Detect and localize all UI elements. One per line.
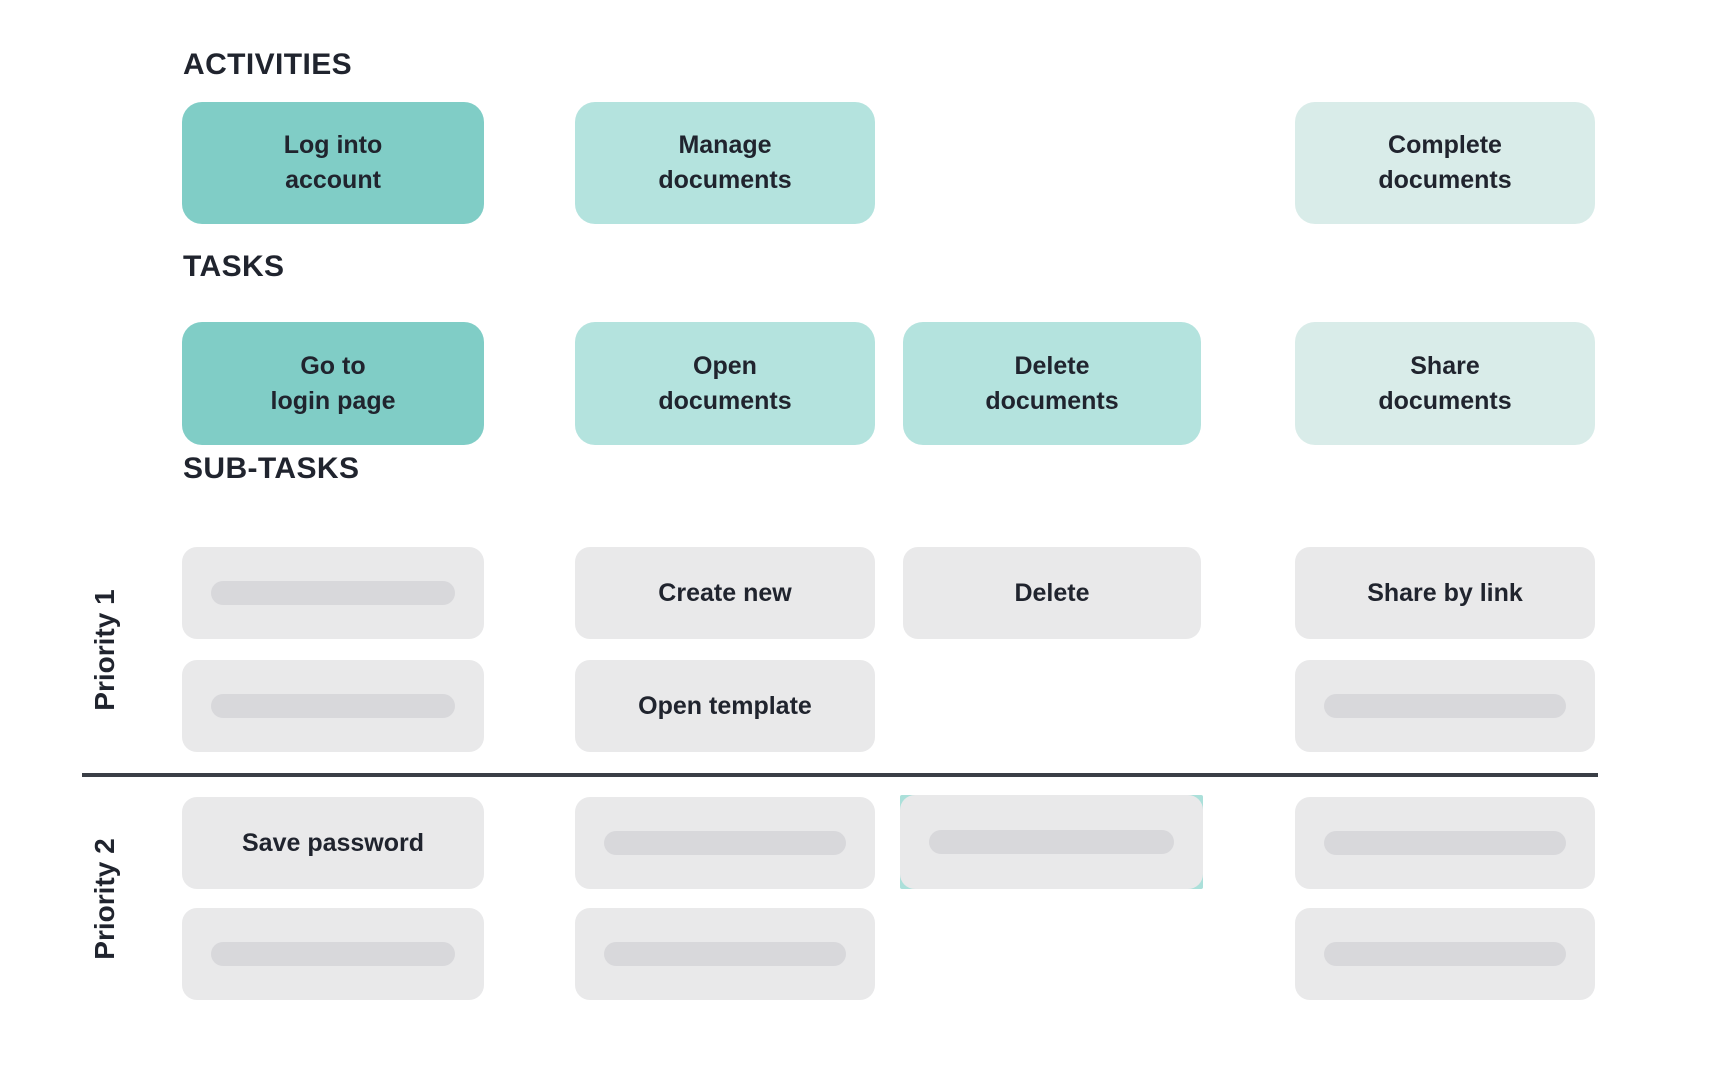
subtask-card-placeholder[interactable] [1295, 908, 1595, 1000]
subtasks-heading: SUB-TASKS [183, 452, 360, 485]
subtask-card-save-password[interactable]: Save password [182, 797, 484, 889]
subtask-card-placeholder[interactable] [1295, 660, 1595, 752]
task-card-go-to-login-page[interactable]: Go to login page [182, 322, 484, 445]
subtask-card-placeholder[interactable] [182, 547, 484, 639]
placeholder-bar [1324, 831, 1566, 855]
activity-card-complete-documents[interactable]: Complete documents [1295, 102, 1595, 224]
subtask-card-placeholder[interactable] [575, 908, 875, 1000]
card-label-line: Log into [283, 131, 383, 159]
card-label-line: Go to [300, 351, 366, 380]
selected-card-surface [900, 795, 1203, 889]
priority-1-label: Priority 1 [89, 589, 120, 711]
card-label-line: documents [658, 386, 792, 415]
card-label: Open template [638, 691, 812, 720]
card-label-line: documents [985, 386, 1119, 415]
subtask-card-share-by-link[interactable]: Share by link [1295, 547, 1595, 639]
card-label-line: login page [270, 386, 396, 415]
task-card-open-documents[interactable]: Open documents [575, 322, 875, 445]
subtask-card-placeholder[interactable] [182, 908, 484, 1000]
card-label-line: documents [658, 166, 792, 194]
card-label: Share by link [1367, 578, 1523, 607]
placeholder-bar [211, 581, 455, 605]
card-label-line: Delete [1014, 351, 1090, 380]
placeholder-bar [604, 942, 846, 966]
subtask-card-placeholder[interactable] [182, 660, 484, 752]
card-label-line: Manage [678, 131, 772, 159]
card-label-line: Open [693, 351, 757, 380]
activity-card-manage-documents[interactable]: Manage documents [575, 102, 875, 224]
card-label: Delete [1014, 578, 1090, 607]
card-label-line: Complete [1388, 131, 1502, 159]
priority-divider [82, 773, 1598, 777]
card-label-line: documents [1378, 386, 1512, 415]
card-label-line: documents [1378, 166, 1512, 194]
placeholder-bar [211, 942, 455, 966]
card-label: Create new [658, 578, 792, 607]
activity-card-log-into-account[interactable]: Log into account [182, 102, 484, 224]
placeholder-bar [211, 694, 455, 718]
task-card-delete-documents[interactable]: Delete documents [903, 322, 1201, 445]
placeholder-bar [1324, 694, 1566, 718]
card-label-line: account [285, 166, 381, 194]
activities-heading: ACTIVITIES [183, 48, 353, 81]
placeholder-bar [604, 831, 846, 855]
placeholder-bar [1324, 942, 1566, 966]
task-card-share-documents[interactable]: Share documents [1295, 322, 1595, 445]
card-label-line: Share [1410, 351, 1480, 380]
subtask-card-create-new[interactable]: Create new [575, 547, 875, 639]
tasks-heading: TASKS [183, 250, 285, 283]
priority-2-label: Priority 2 [89, 838, 120, 960]
subtask-card-placeholder-selected[interactable] [900, 795, 1203, 889]
subtask-card-placeholder[interactable] [575, 797, 875, 889]
subtask-card-open-template[interactable]: Open template [575, 660, 875, 752]
subtask-card-delete[interactable]: Delete [903, 547, 1201, 639]
card-label: Save password [241, 828, 425, 857]
subtask-card-placeholder[interactable] [1295, 797, 1595, 889]
placeholder-bar [929, 830, 1174, 854]
